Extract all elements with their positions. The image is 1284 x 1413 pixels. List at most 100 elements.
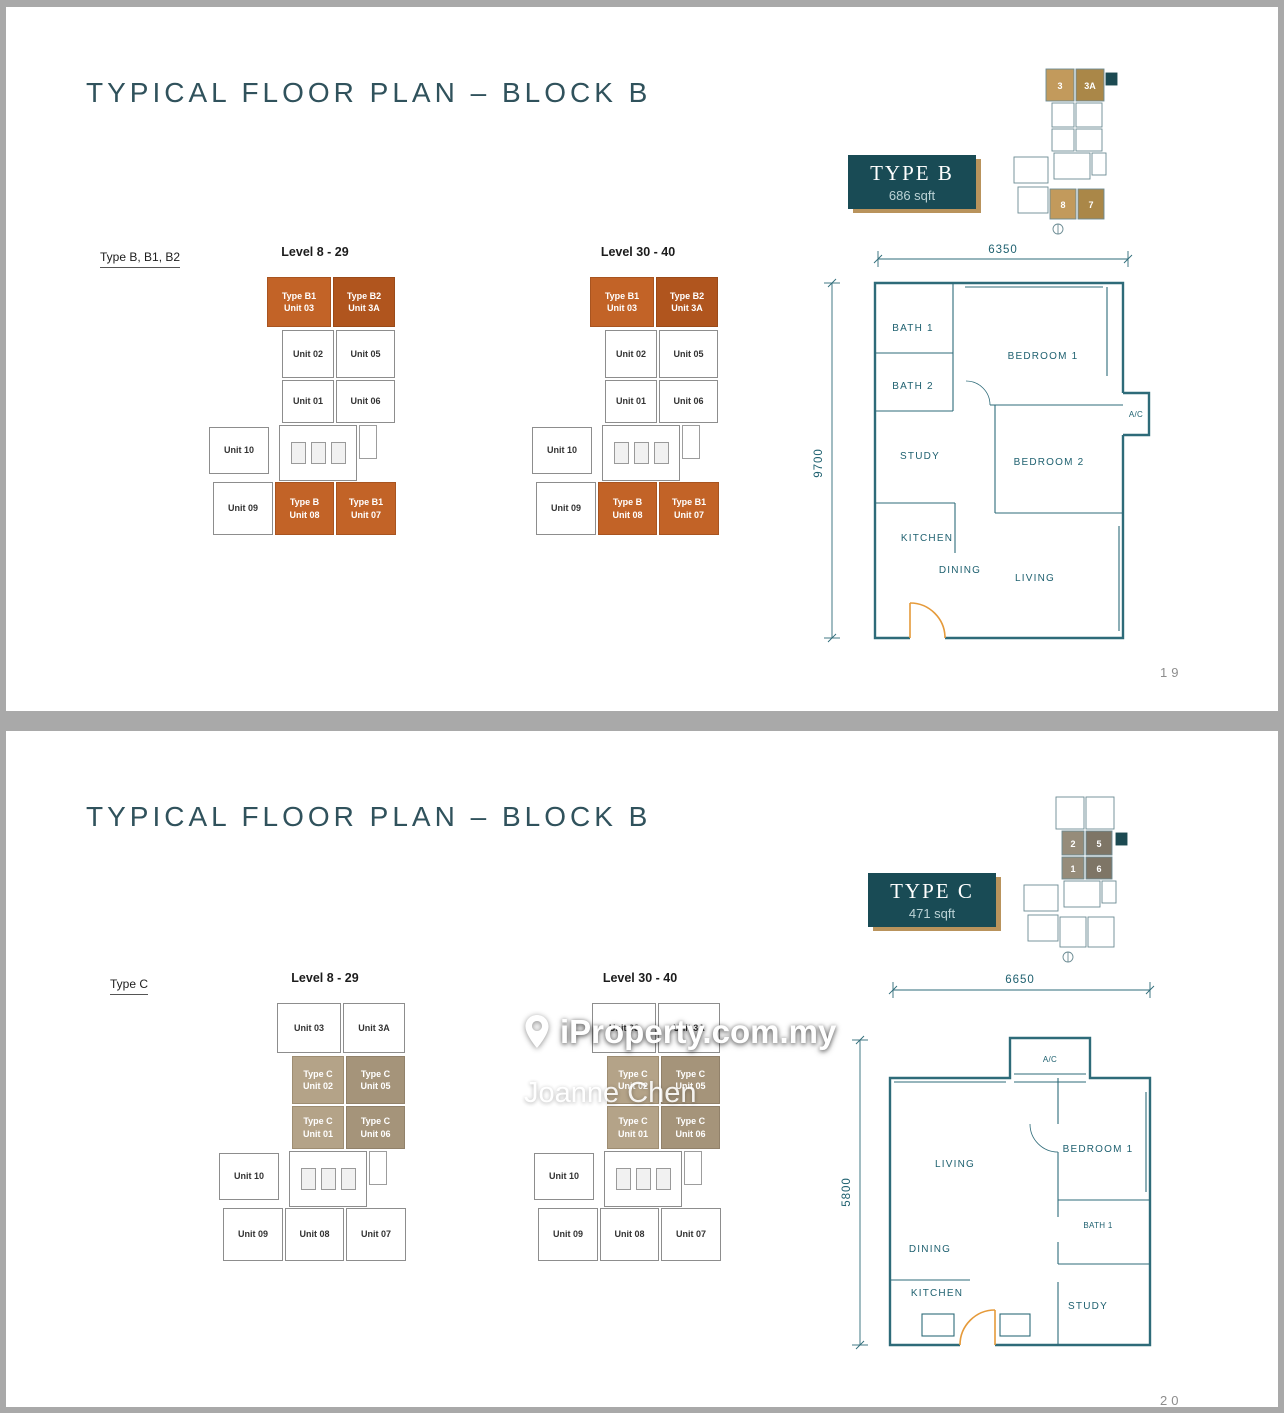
- key-plan-unit-10: Unit 10: [219, 1153, 279, 1200]
- key-plan-unit-01: Unit 01: [282, 380, 334, 423]
- unit-type: Type B2: [669, 290, 705, 301]
- unit-type: Type C: [360, 1116, 391, 1127]
- room-label-living: LIVING: [1015, 573, 1055, 584]
- mini-unit-1: [1061, 856, 1085, 880]
- unit-name: Unit 06: [675, 1128, 706, 1139]
- key-plan-level-label: Level 30 - 40: [602, 971, 678, 985]
- key-plan-unit-09: Unit 09: [223, 1208, 283, 1261]
- lift-shaft: [635, 1168, 651, 1190]
- room-label-dining: DINING: [939, 565, 981, 576]
- mini-label: 6: [1096, 864, 1101, 874]
- key-plan-unit-08: Unit 08: [285, 1208, 344, 1261]
- room-label-study: STUDY: [900, 451, 940, 462]
- mini-unit: [1085, 796, 1115, 830]
- unit-name: Unit 05: [350, 348, 381, 359]
- type-badge-label: TYPE B: [870, 161, 954, 185]
- lift-shaft: [633, 442, 649, 464]
- page-number: 19: [1160, 665, 1183, 680]
- outer-wall: [888, 1036, 1152, 1347]
- key-plan-unit-09: Unit 09: [538, 1208, 598, 1261]
- mini-label: 5: [1096, 839, 1101, 849]
- key-plan-unit-03: Unit 03: [592, 1003, 656, 1053]
- mini-core-dark: [1105, 72, 1118, 86]
- kitchen-counter: [921, 1313, 955, 1337]
- unit-type: Type B1: [671, 497, 707, 508]
- type-badge: TYPE C 471 sqft: [868, 873, 996, 927]
- stair-core: [369, 1151, 387, 1185]
- mini-core: [1053, 152, 1091, 180]
- lift-shaft: [320, 1168, 336, 1190]
- lift-shaft: [330, 442, 346, 464]
- unit-name: Unit 06: [673, 396, 704, 407]
- unit-type: Type C: [618, 1116, 648, 1127]
- unit-name: Unit 02: [302, 1081, 333, 1091]
- dimension-width: 6350: [988, 244, 1018, 256]
- key-plan-unit-01: Unit 01: [605, 380, 657, 423]
- unit-name: Unit 3A: [671, 303, 703, 313]
- room-label-dining: DINING: [909, 1244, 951, 1255]
- unit-name: Unit 09: [237, 1229, 268, 1240]
- floor-plan-type-b: 6350 9700 BATH 1 BATH 2 B: [813, 244, 1151, 643]
- mini-unit: [1055, 796, 1085, 830]
- key-plan-unit-10: Unit 10: [532, 427, 592, 474]
- watermark: iProperty.com.my Joanne Chen: [524, 1013, 836, 1110]
- unit-name: Unit 3A: [673, 1022, 705, 1033]
- unit-type: Type C: [618, 1068, 648, 1079]
- unit-name: Unit 09: [227, 503, 258, 514]
- type-badge: TYPE B 686 sqft: [848, 155, 976, 209]
- key-plan-unit-09: Unit 09: [536, 482, 596, 535]
- unit-type: Type C: [303, 1116, 333, 1127]
- key-plan-unit-05: Unit 05: [336, 330, 395, 378]
- unit-name: Unit 07: [360, 1229, 391, 1240]
- unit-name: Unit 01: [617, 1128, 648, 1139]
- page-title: TYPICAL FLOOR PLAN – BLOCK B: [86, 77, 652, 108]
- unit-type-side-label: Type B, B1, B2: [100, 250, 181, 268]
- unit-name: Unit 10: [546, 445, 577, 456]
- unit-name: Unit 02: [617, 1081, 648, 1091]
- lift-shaft: [300, 1168, 316, 1190]
- mini-label: 3: [1057, 81, 1062, 91]
- room-label-kitchen: KITCHEN: [911, 1288, 963, 1299]
- mini-unit: [1017, 186, 1049, 214]
- mini-unit-8: [1049, 188, 1077, 220]
- unit-type: Type B: [612, 497, 643, 508]
- room-label-bedroom1: BEDROOM 1: [1008, 351, 1079, 362]
- key-plan-unit-3a: Unit 3A: [343, 1003, 405, 1053]
- lift-shaft: [340, 1168, 356, 1190]
- unit-type-side-label: Type C: [110, 977, 149, 995]
- ac-ledge-wall: [1123, 391, 1151, 437]
- entrance-door-arc: [959, 1309, 996, 1346]
- unit-name: Unit 03: [606, 303, 637, 313]
- mini-stairs: [1101, 880, 1117, 904]
- unit-name: Unit 03: [608, 1022, 639, 1033]
- key-plan-unit-02: Type C Unit 02: [607, 1056, 659, 1104]
- unit-type: Type C: [675, 1068, 706, 1079]
- mini-unit: [1051, 102, 1075, 128]
- unit-type: Type B2: [346, 290, 382, 301]
- type-badge-label: TYPE C: [890, 879, 974, 903]
- unit-name: Unit 03: [283, 303, 314, 313]
- mini-unit: [1023, 884, 1059, 912]
- key-plan-unit-05: Unit 05: [659, 330, 718, 378]
- key-plan-level-label: Level 8 - 29: [291, 971, 359, 985]
- entrance-door-arc: [909, 602, 946, 639]
- mini-stairs: [1091, 152, 1107, 176]
- key-plan-unit-07: Unit 07: [346, 1208, 406, 1261]
- key-plan-level-label: Level 30 - 40: [600, 245, 676, 259]
- key-plan-unit-10: Unit 10: [209, 427, 269, 474]
- type-badge-area: 471 sqft: [908, 906, 956, 921]
- watermark-brand-row: iProperty.com.my: [524, 1013, 836, 1051]
